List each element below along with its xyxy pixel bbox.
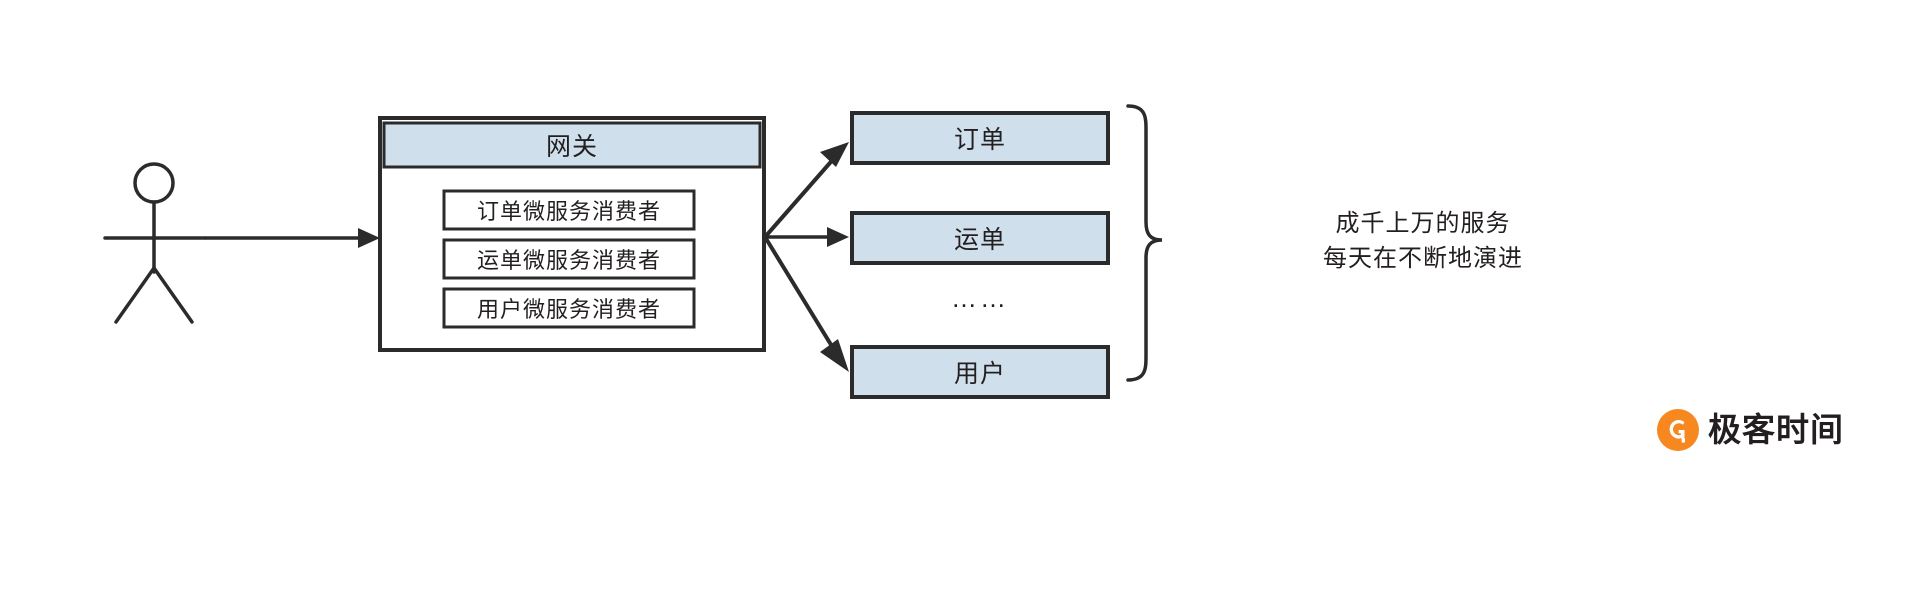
consumer-label-waybill: 运单微服务消费者 [476, 248, 661, 273]
annotation-line-1: 成千上万的服务 [1335, 210, 1511, 237]
service-label-order: 订单 [953, 126, 1006, 154]
consumer-box-2 [442, 287, 696, 329]
service-box-1 [850, 211, 1110, 265]
gateway-title: 网关 [545, 133, 598, 161]
actor-leg-right [152, 266, 194, 324]
grouping-brace-icon [1126, 104, 1163, 382]
annotation-line-2: 每天在不断地演进 [1323, 245, 1523, 272]
arrow-gateway-to-service-1 [765, 227, 849, 247]
service-label-user: 用户 [953, 360, 1006, 388]
consumer-label-order: 订单微服务消费者 [476, 199, 661, 224]
service-label-waybill: 运单 [953, 226, 1006, 254]
arrow-gateway-to-service-0 [763, 142, 849, 239]
consumer-box-1 [442, 238, 696, 280]
services-ellipsis: …… [951, 282, 1009, 313]
geekbang-circle-icon [1657, 409, 1699, 451]
actor-leg-left [114, 266, 156, 324]
user-actor [103, 162, 207, 324]
geekbang-logo: 极客时间 [1657, 409, 1844, 451]
gateway-header-band [382, 121, 762, 169]
logo-text: 极客时间 [1708, 411, 1844, 448]
consumer-label-user: 用户微服务消费者 [476, 297, 661, 322]
service-box-0 [850, 111, 1110, 165]
annotation-text: 成千上万的服务 每天在不断地演进 [1248, 206, 1598, 276]
arrow-gateway-to-service-2 [763, 235, 849, 372]
actor-head-icon [133, 162, 175, 204]
consumer-box-0 [442, 189, 696, 231]
arrow-actor-to-gateway [205, 228, 380, 248]
service-box-2 [850, 345, 1110, 399]
